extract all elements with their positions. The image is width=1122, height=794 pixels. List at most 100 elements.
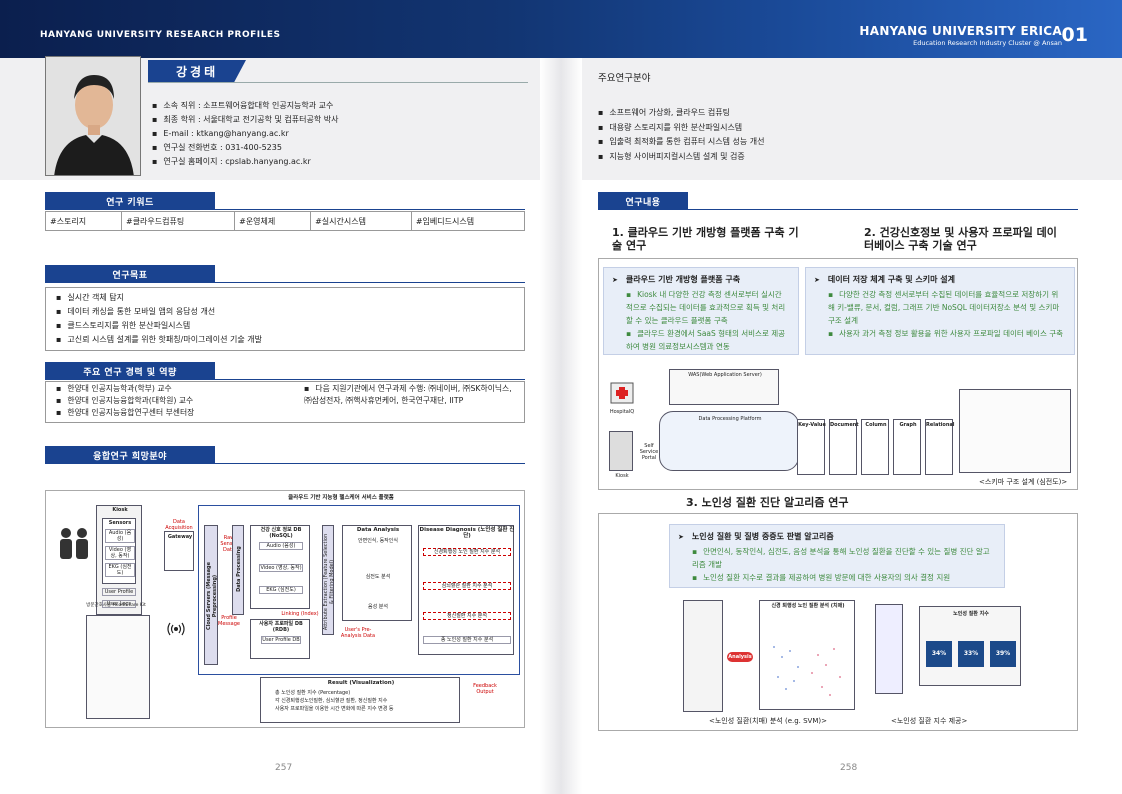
convergence-label: 융합연구 희망분야 (45, 446, 215, 464)
index-neuro: 34% (926, 641, 952, 667)
data-processing-column: Data Processing (232, 525, 244, 615)
attribute-extraction-label: Attribute Extraction (Feature Selection … (323, 533, 335, 631)
career-item: 한양대 인공지능학과(학부) 교수 (56, 383, 194, 395)
convergence-section-bar: 융합연구 희망분야 (45, 446, 525, 464)
profile-message-label: Profile Message (218, 615, 240, 627)
research-area-item: 대용량 스토리지를 위한 분산파일시스템 (598, 121, 765, 136)
career-support: 다음 지원기관에서 연구과제 수행: ㈜네이버, ㈜SK하이닉스, ㈜삼성전자,… (304, 383, 514, 407)
data-processing-platform-box: Data Processing Platform (659, 411, 799, 471)
cloud-servers-label: Cloud Servers (Message Preprocessing) (206, 562, 218, 630)
keywords-section-bar: 연구 키워드 (45, 192, 525, 210)
research-area-title: 주요연구분야 (598, 73, 651, 84)
health-db-label: 건강 신호 정보 DB (NoSQL) (260, 527, 302, 539)
research-area-item: 입출력 최적화를 통한 컴퓨터 시스템 성능 개선 (598, 135, 764, 150)
disease-cardio: 심뇌혈관 질환 지수 분석 (423, 582, 511, 590)
result-box: Result (Visualization) 총 노인성 질환 지수 (Perc… (260, 677, 460, 723)
profile-email[interactable]: E-mail : ktkang@hanyang.ac.kr (152, 127, 338, 141)
diagnosis-panel-item: 안면인식, 동작인식, 심전도, 음성 분석을 통해 노인성 질환을 진단할 수… (692, 545, 994, 571)
data-acquisition-label: Data Acquisition (165, 519, 193, 531)
self-service-portal-label: Self Service Portal (639, 443, 659, 461)
name-rule (148, 82, 528, 83)
schema-panel-item: 사용자 과거 측정 정보 활용을 위한 사용자 프로파일 데이터 베이스 구축 (828, 327, 1064, 340)
topic-3-title: 3. 노인성 질환 진단 알고리즘 연구 (686, 496, 849, 509)
header-page-index: 01 (1061, 24, 1088, 46)
goals-section-bar: 연구목표 (45, 265, 525, 283)
kiosk-fig-label: Kiosk (615, 473, 629, 479)
face-analysis-strip (683, 600, 723, 712)
goals-list: 실시간 객체 탐지 데이터 캐싱을 통한 모바일 앱의 응답성 개선 클드스토리… (56, 291, 524, 347)
was-label: WAS(Web Application Server) (688, 372, 762, 378)
keywords-label: 연구 키워드 (45, 192, 215, 210)
data-processing-label: Data Processing (236, 546, 242, 592)
was-box: WAS(Web Application Server) (669, 369, 779, 405)
disease-neuro: 신경퇴행성 노인 질환 지수 분석 (423, 548, 511, 556)
db-document: Document (829, 419, 859, 475)
wireless-signal-icon (167, 622, 185, 636)
goal-item: 클드스토리지를 위한 분산파일시스템 (56, 319, 524, 333)
career-left-list: 한양대 인공지능학과(학부) 교수 한양대 인공지능융합학과(대학원) 교수 한… (56, 383, 194, 419)
svm-caption: <노인성 질환(치매) 분석 (e.g. SVM)> (709, 717, 827, 725)
user-logs-label: User Logs (102, 600, 136, 608)
hospital-label: HospitalQ (609, 409, 635, 415)
sensor-audio: Audio (음성) (105, 529, 135, 543)
sensor-ekg: EKG (심전도) (105, 563, 135, 577)
analysis-face: 안면인식, 동작인식 (358, 538, 398, 544)
page-number-right: 258 (840, 763, 858, 773)
goal-item: 데이터 캐싱을 통한 모바일 앱의 응답성 개선 (56, 305, 524, 319)
platform-panel: 클라우드 기반 개방형 플랫폼 구축 Kiosk 내 다양한 건강 측정 센서로… (603, 267, 799, 355)
index-mental: 39% (990, 641, 1016, 667)
goals-label: 연구목표 (45, 265, 215, 283)
header-right-block: HANYANG UNIVERSITY ERICA Education Resea… (859, 24, 1062, 47)
feedback-output-label: Feedback Output (473, 683, 497, 695)
sensors-label: Sensors (108, 520, 132, 526)
page-header: HANYANG UNIVERSITY RESEARCH PROFILES HAN… (0, 0, 1122, 58)
db-ekg: EKG (심전도) (259, 586, 303, 594)
keyword-cell: #실시간시스템 (310, 211, 412, 231)
attribute-extraction-column: Attribute Extraction (Feature Selection … (322, 525, 335, 635)
goal-item: 실시간 객체 탐지 (56, 291, 524, 305)
svm-scatter-icon (773, 646, 841, 696)
data-analysis-label: Data Analysis (356, 527, 400, 533)
profile-homepage[interactable]: 연구실 홈페이지 : cpslab.hanyang.ac.kr (152, 155, 338, 169)
result-item: 총 노인성 질환 지수 (Percentage) (275, 690, 351, 696)
db-relational: Relational (925, 419, 955, 475)
db-column: Column (861, 419, 889, 475)
db-video: Video (영상, 동작) (259, 564, 303, 572)
goals-box: 실시간 객체 탐지 데이터 캐싱을 통한 모바일 앱의 응답성 개선 클드스토리… (45, 287, 525, 351)
hospital-icon (610, 382, 634, 404)
db-type-label: Column (865, 422, 887, 428)
header-right-title: HANYANG UNIVERSITY ERICA (859, 24, 1062, 38)
cloud-servers-column: Cloud Servers (Message Preprocessing) (204, 525, 218, 665)
keyword-cell: #운영체제 (234, 211, 312, 231)
db-type-label: Relational (926, 422, 955, 428)
db-key-value: Key-Value (797, 419, 826, 475)
schema-panel-item: 다양한 건강 측정 센서로부터 수집된 데이터를 효율적으로 저장하기 위해 키… (828, 288, 1064, 327)
research-area-item: 소프트웨어 가상화, 클라우드 컴퓨팅 (598, 106, 765, 121)
keyword-cell: #클라우드컴퓨팅 (120, 211, 236, 231)
health-db-box: 건강 신호 정보 DB (NoSQL) Audio (음성) Video (영상… (250, 525, 310, 609)
index-cardio: 33% (958, 641, 984, 667)
career-item: 한양대 인공지능융합연구센터 부센터장 (56, 407, 194, 419)
db-type-label: Document (830, 422, 859, 428)
topic-2-title: 2. 건강신호정보 및 사용자 프로파일 데이터베이스 구축 기술 연구 (864, 226, 1057, 252)
result-title: Result (Visualization) (327, 680, 395, 686)
svm-analysis-title: 신경 퇴행성 노인 질환 분석 (치매) (771, 603, 845, 609)
career-section-bar: 주요 연구 경력 및 역량 (45, 362, 525, 380)
kiosk-fig-icon (609, 431, 633, 471)
kiosk-device-icon (875, 604, 903, 694)
profile-info-list: 소속 직위 : 소프트웨어융합대학 인공지능학과 교수 최종 학위 : 서울대학… (152, 99, 338, 169)
topic-1-2-figure: 클라우드 기반 개방형 플랫폼 구축 Kiosk 내 다양한 건강 측정 센서로… (598, 258, 1078, 490)
sensor-video: Video (영상, 동작) (105, 546, 135, 560)
career-box: 한양대 인공지능학과(학부) 교수 한양대 인공지능융합학과(대학원) 교수 한… (45, 381, 525, 423)
goal-item: 고신뢰 시스템 설계를 위한 핫패칭/마이그레이션 기술 개발 (56, 333, 524, 347)
gateway-label: Gateway (167, 534, 193, 540)
index-caption: <노인성 질환 지수 제공> (891, 717, 968, 725)
data-processing-platform-label: Data Processing Platform (698, 416, 762, 422)
user-profile-db-label: User Profile DB (261, 636, 301, 644)
linking-label: Linking (Index) (281, 611, 319, 617)
schema-caption: <스키마 구조 설계 (심전도)> (979, 478, 1068, 486)
analysis-arrow-label: Analysis (727, 652, 753, 662)
keyword-cell: #스토리지 (45, 211, 122, 231)
user-db-label: 사용자 프로파일 DB (RDB) (259, 621, 303, 633)
platform-panel-item: 클라우드 환경에서 SaaS 형태의 서비스로 제공하여 병원 의료정보시스템과… (626, 327, 788, 353)
